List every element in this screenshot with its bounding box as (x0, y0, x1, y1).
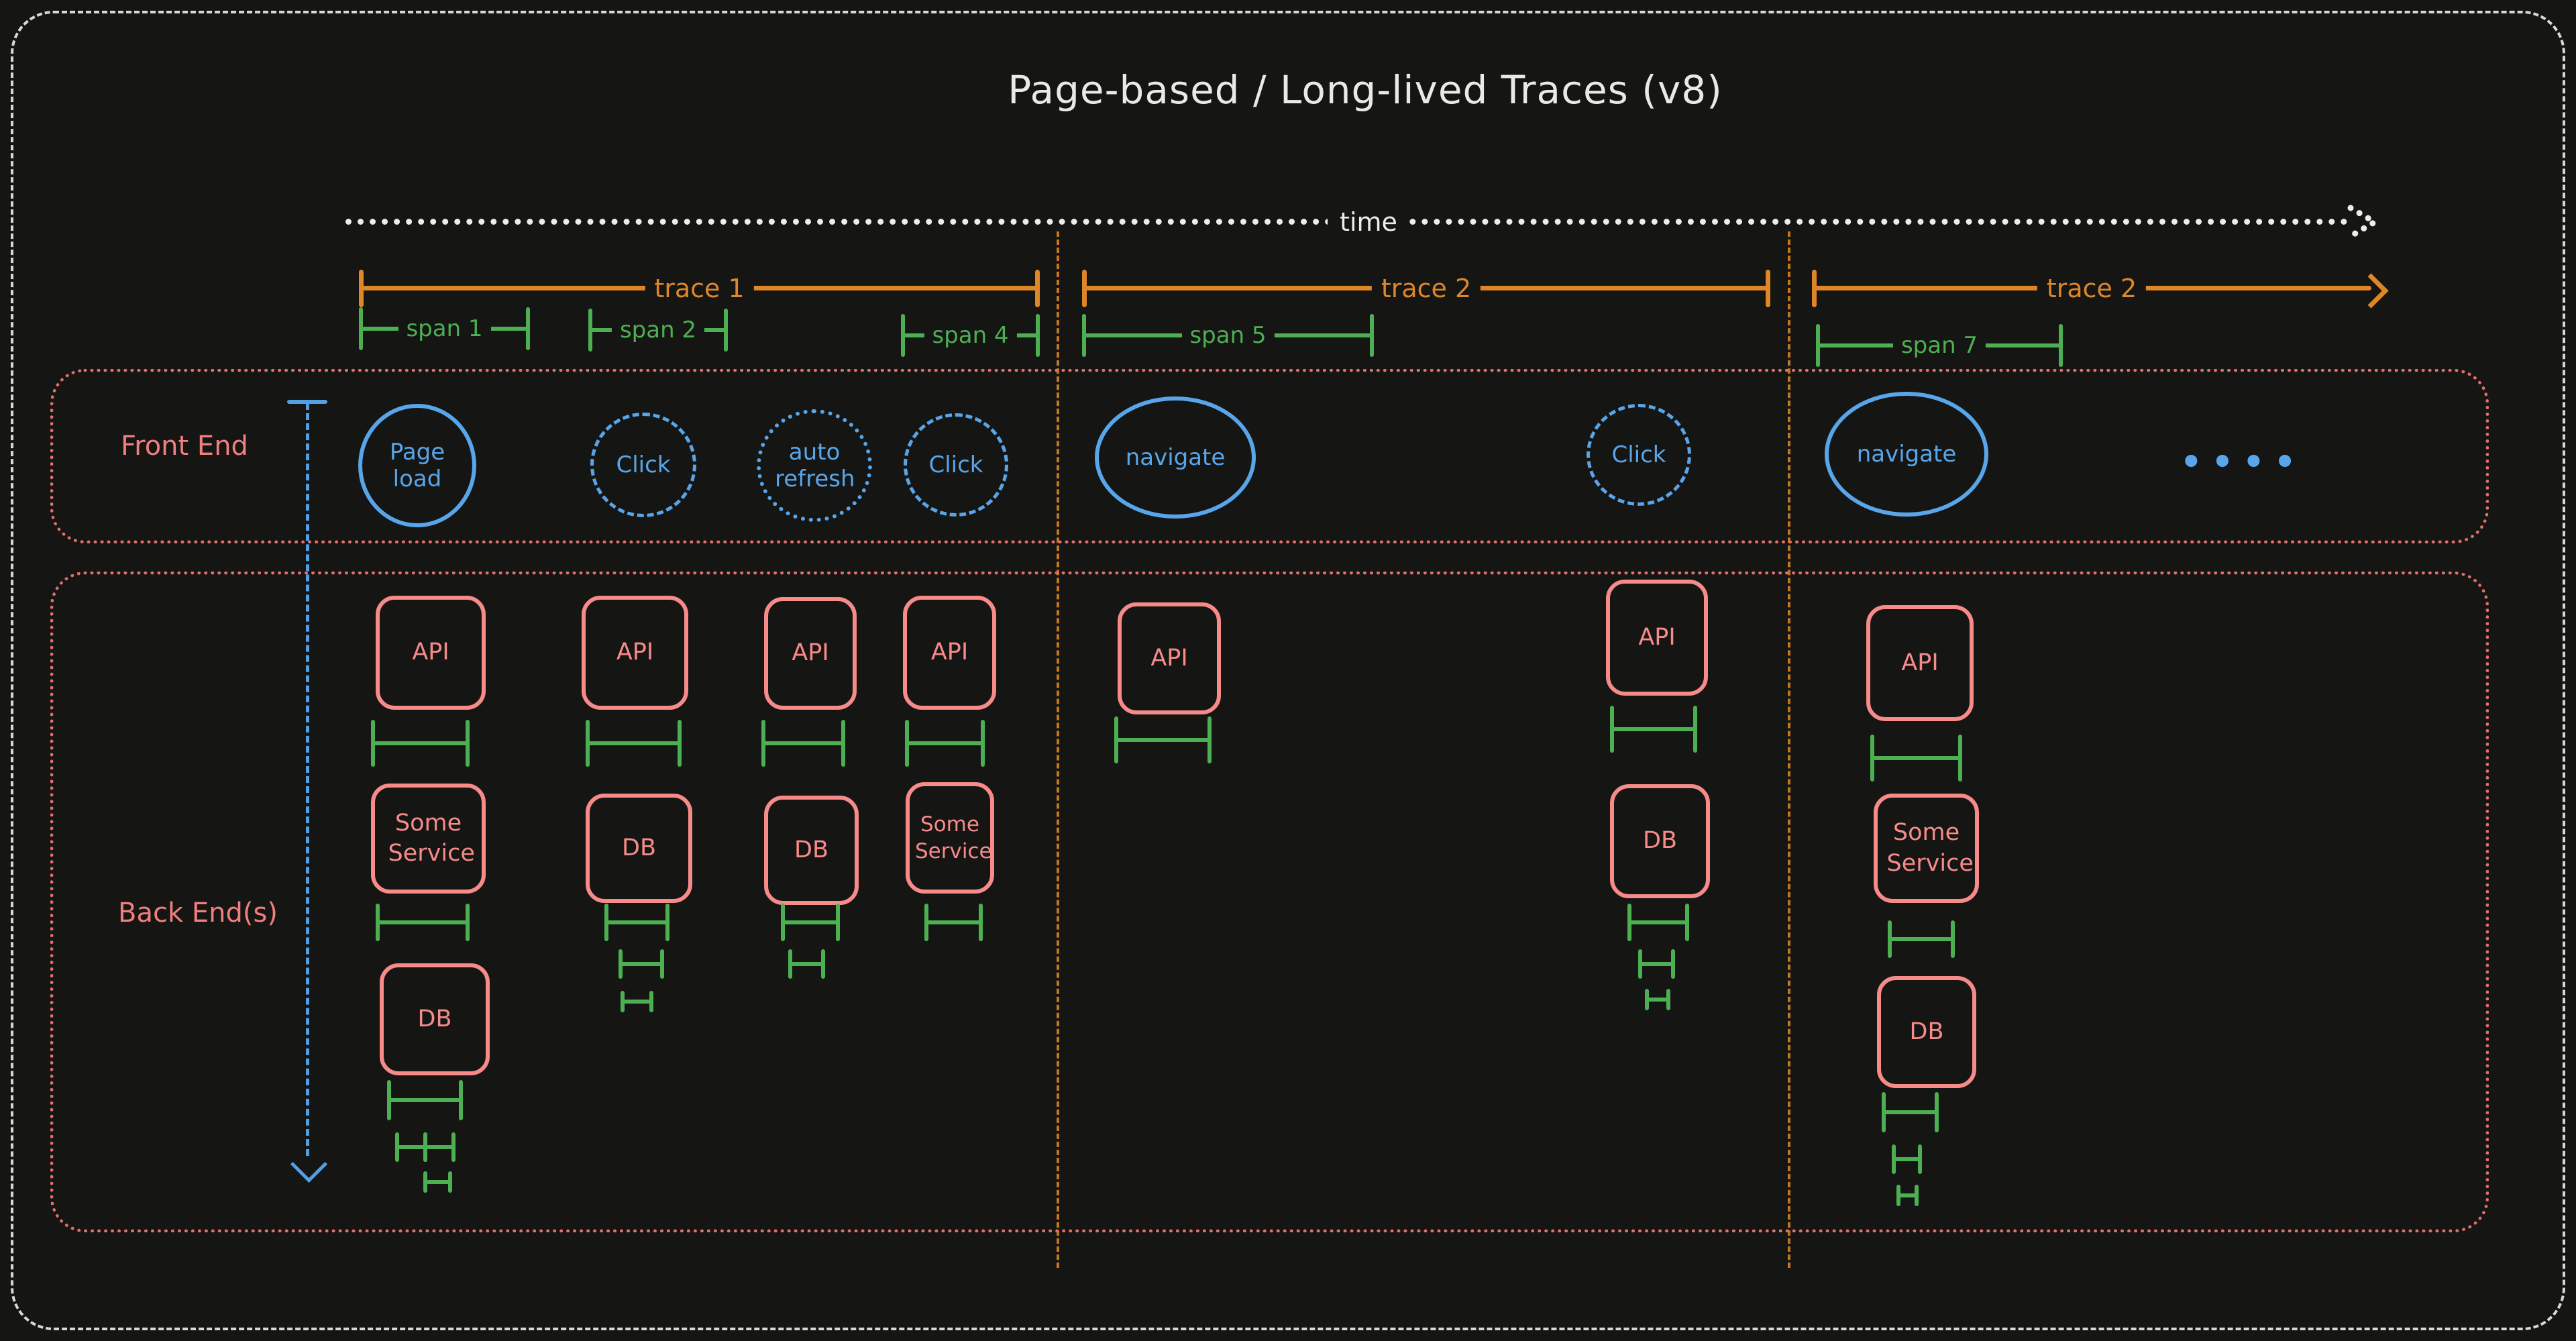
span-2-label: span 2 (611, 317, 705, 343)
event-page-load-label: Page load (389, 438, 445, 492)
node-api-c4: API (903, 596, 996, 710)
node-some-service-c4: Some Service (906, 782, 994, 894)
trace-3-label: trace 2 (2037, 274, 2147, 303)
node-db-c6: DB (1610, 784, 1710, 898)
trace-3-arrow: trace 2 (1812, 270, 2371, 307)
node-some-service-c7: Some Service (1874, 794, 1979, 903)
span-1-label: span 1 (398, 315, 491, 342)
session-arrow-start-tick (287, 400, 327, 404)
span-4-bracket: span 4 (901, 314, 1040, 357)
event-click-1-label: Click (616, 451, 671, 478)
span-7-label: span 7 (1892, 332, 1986, 359)
latency-bracket (586, 720, 682, 767)
node-api-c5: API (1118, 602, 1221, 714)
node-api-c2: API (582, 596, 688, 710)
trace-1-arrow: trace 1 (359, 270, 1040, 307)
event-auto-refresh: auto refresh (757, 409, 872, 522)
node-label: DB (1909, 1018, 1944, 1045)
latency-bracket (1896, 1185, 1919, 1206)
node-api-c6: API (1606, 580, 1708, 696)
node-some-service-c1: Some Service (371, 784, 486, 894)
event-navigate-1: navigate (1095, 396, 1256, 519)
event-navigate-1-label: navigate (1125, 443, 1226, 471)
latency-bracket (387, 1080, 463, 1120)
node-db-c1: DB (380, 963, 490, 1075)
frontend-lane-label: Front End (121, 431, 248, 462)
latency-bracket (371, 720, 470, 767)
latency-bracket (423, 1171, 452, 1193)
node-api-c1: API (376, 596, 486, 710)
trace-2-label: trace 2 (1371, 274, 1481, 303)
event-navigate-2-label: navigate (1856, 440, 1957, 468)
trace-1-label: trace 1 (645, 274, 754, 303)
backend-lane-label: Back End(s) (118, 898, 278, 928)
event-page-load: Page load (358, 404, 476, 527)
node-label: API (792, 639, 829, 667)
latency-bracket (604, 904, 669, 941)
latency-bracket (1645, 989, 1670, 1010)
node-db-c2: DB (586, 794, 692, 903)
more-events-ellipsis: •••• (2179, 437, 2304, 486)
event-click-1: Click (590, 413, 696, 517)
event-navigate-2: navigate (1825, 392, 1988, 517)
time-axis: time (345, 207, 2348, 237)
trace-boundary-line-1 (1057, 231, 1059, 1268)
diagram-title: Page-based / Long-lived Traces (v8) (1008, 67, 1723, 113)
latency-bracket (924, 904, 983, 941)
latency-bracket (621, 991, 653, 1012)
node-label: API (1901, 649, 1939, 676)
span-5-bracket: span 5 (1082, 314, 1374, 357)
node-label: API (412, 639, 449, 666)
latency-bracket (1870, 735, 1962, 782)
node-label: DB (1643, 827, 1677, 855)
event-click-3: Click (1587, 404, 1691, 506)
span-1-bracket: span 1 (359, 307, 530, 350)
time-label: time (1328, 207, 1409, 237)
node-db-c3: DB (764, 796, 859, 905)
latency-bracket (781, 904, 840, 941)
trace-boundary-line-2 (1788, 231, 1790, 1268)
backend-lane (50, 572, 2489, 1232)
event-click-3-label: Click (1611, 441, 1666, 468)
node-label: API (1150, 644, 1188, 672)
canvas-border (11, 11, 2565, 1330)
node-api-c3: API (764, 597, 857, 710)
trace-2-arrow: trace 2 (1082, 270, 1770, 307)
frontend-lane (50, 369, 2489, 543)
latency-bracket (619, 949, 664, 979)
node-label: Some Service (388, 809, 475, 867)
latency-bracket (423, 1132, 455, 1162)
span-4-label: span 4 (924, 322, 1017, 349)
latency-bracket (1638, 949, 1675, 979)
latency-bracket (395, 1132, 427, 1162)
node-label: Some Service (1886, 819, 1974, 877)
span-5-label: span 5 (1181, 322, 1275, 349)
latency-bracket (1888, 920, 1955, 958)
latency-bracket (1114, 716, 1212, 763)
latency-bracket (1892, 1144, 1922, 1174)
event-click-2-label: Click (928, 451, 983, 478)
latency-bracket (905, 720, 985, 767)
latency-bracket (1610, 706, 1697, 753)
node-label: API (1638, 623, 1676, 651)
event-auto-refresh-label: auto refresh (775, 438, 855, 492)
node-label: DB (622, 834, 656, 861)
node-label: Some Service (915, 812, 992, 863)
event-click-2: Click (904, 413, 1008, 517)
latency-bracket (1882, 1092, 1939, 1132)
node-label: API (616, 639, 654, 666)
node-label: API (930, 639, 969, 666)
node-api-c7: API (1866, 605, 1974, 721)
time-arrowhead-icon (2347, 205, 2381, 239)
latency-bracket (376, 904, 470, 941)
latency-bracket (1627, 904, 1689, 941)
node-label: DB (417, 1005, 452, 1032)
latency-bracket (761, 720, 845, 767)
latency-bracket (788, 949, 825, 979)
node-label: DB (794, 836, 828, 863)
span-7-bracket: span 7 (1816, 324, 2063, 367)
span-2-bracket: span 2 (588, 309, 728, 352)
session-arrow-line (306, 403, 309, 1156)
node-db-c7: DB (1877, 976, 1976, 1088)
